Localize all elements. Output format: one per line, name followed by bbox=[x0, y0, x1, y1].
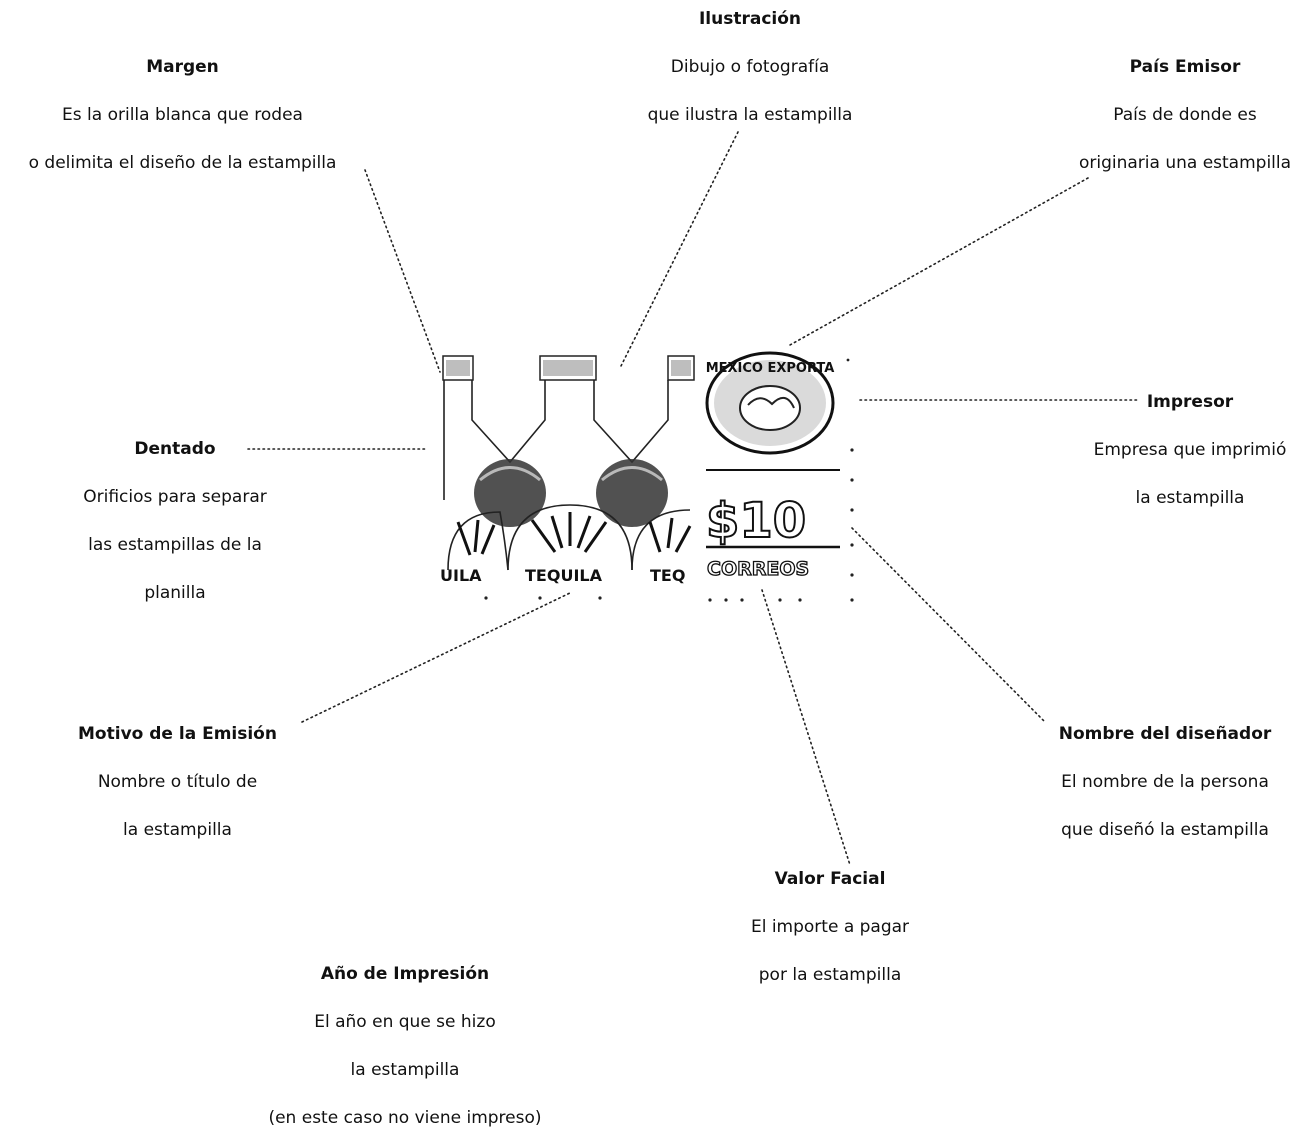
label-desc: la estampilla bbox=[1135, 488, 1245, 508]
leader-disenador bbox=[851, 527, 1046, 723]
agave-leaves bbox=[456, 512, 692, 556]
bottle-body bbox=[474, 459, 668, 527]
label-title: Ilustración bbox=[698, 9, 802, 29]
label-desc: las estampillas de la planilla bbox=[88, 535, 262, 603]
label-pais-emisor: País Emisor País de donde es originaria … bbox=[1060, 43, 1310, 187]
label-desc: (en este caso no viene impreso) bbox=[268, 1108, 542, 1128]
face-value: $10 bbox=[706, 493, 806, 549]
label-margen: Margen Es la orilla blanca que rodea o d… bbox=[0, 43, 365, 187]
stamp-seal-value: MEXICO EXPORTA $10 CORREOS bbox=[705, 351, 840, 581]
label-desc: la estampilla bbox=[123, 820, 232, 840]
label-desc: originaria una estampilla bbox=[1078, 153, 1292, 173]
leader-pais bbox=[789, 177, 1089, 346]
label-title: Dentado bbox=[134, 439, 216, 459]
label-desc: El nombre de la persona bbox=[1061, 772, 1269, 792]
label-disenador: Nombre del diseñador El nombre de la per… bbox=[1020, 710, 1310, 854]
label-title: Margen bbox=[146, 57, 219, 77]
product-word: UILA bbox=[440, 566, 482, 585]
label-dentado: Dentado Orificios para separar las estam… bbox=[55, 425, 295, 617]
label-desc: o delimita el diseño de la estampilla bbox=[28, 153, 337, 173]
label-anio: Año de Impresión El año en que se hizo l… bbox=[240, 950, 570, 1142]
label-title: País Emisor bbox=[1129, 57, 1241, 77]
label-desc: que ilustra la estampilla bbox=[647, 105, 853, 125]
leader-valor bbox=[761, 589, 851, 866]
label-title: Nombre del diseñador bbox=[1058, 724, 1272, 744]
label-desc: que diseñó la estampilla bbox=[1061, 820, 1269, 840]
label-desc: El año en que se hizo bbox=[314, 1012, 496, 1032]
leader-lines bbox=[247, 131, 1139, 866]
leader-motivo bbox=[301, 591, 573, 723]
leader-margen bbox=[364, 169, 441, 373]
label-title: Motivo de la Emisión bbox=[78, 724, 277, 744]
label-title: Año de Impresión bbox=[320, 964, 490, 984]
label-desc: Dibujo o fotografía bbox=[670, 57, 830, 77]
label-impresor: Impresor Empresa que imprimió la estampi… bbox=[1075, 378, 1305, 522]
label-desc: la estampilla bbox=[350, 1060, 460, 1080]
label-desc: Orificios para separar bbox=[83, 487, 267, 507]
label-title: Valor Facial bbox=[774, 869, 886, 889]
label-desc: Nombre o título de bbox=[97, 772, 258, 792]
bottle-cap bbox=[667, 355, 695, 381]
bottle-cap bbox=[442, 355, 474, 381]
label-desc: Es la orilla blanca que rodea bbox=[62, 105, 303, 125]
label-valor-facial: Valor Facial El importe a pagar por la e… bbox=[710, 855, 950, 999]
label-desc: por la estampilla bbox=[758, 965, 902, 985]
agave-arches bbox=[447, 504, 691, 571]
label-desc: País de donde es bbox=[1113, 105, 1257, 125]
seal-text: MEXICO EXPORTA bbox=[706, 361, 835, 376]
label-motivo: Motivo de la Emisión Nombre o título de … bbox=[45, 710, 310, 854]
label-desc: El importe a pagar bbox=[750, 917, 910, 937]
leader-ilustracion bbox=[619, 131, 739, 369]
mexico-exporta-seal: MEXICO EXPORTA bbox=[705, 351, 835, 455]
label-desc: Empresa que imprimió bbox=[1093, 440, 1287, 460]
correos-text: CORREOS bbox=[707, 558, 809, 580]
perforation-dots bbox=[484, 358, 854, 602]
stamp-illustration: UILA TEQUILA TEQ bbox=[440, 355, 695, 585]
product-word: TEQ bbox=[650, 566, 685, 585]
product-word: TEQUILA bbox=[525, 566, 603, 585]
label-title: Impresor bbox=[1146, 392, 1234, 412]
bottle-cap bbox=[539, 355, 597, 381]
label-ilustracion: Ilustración Dibujo o fotografía que ilus… bbox=[590, 0, 910, 139]
